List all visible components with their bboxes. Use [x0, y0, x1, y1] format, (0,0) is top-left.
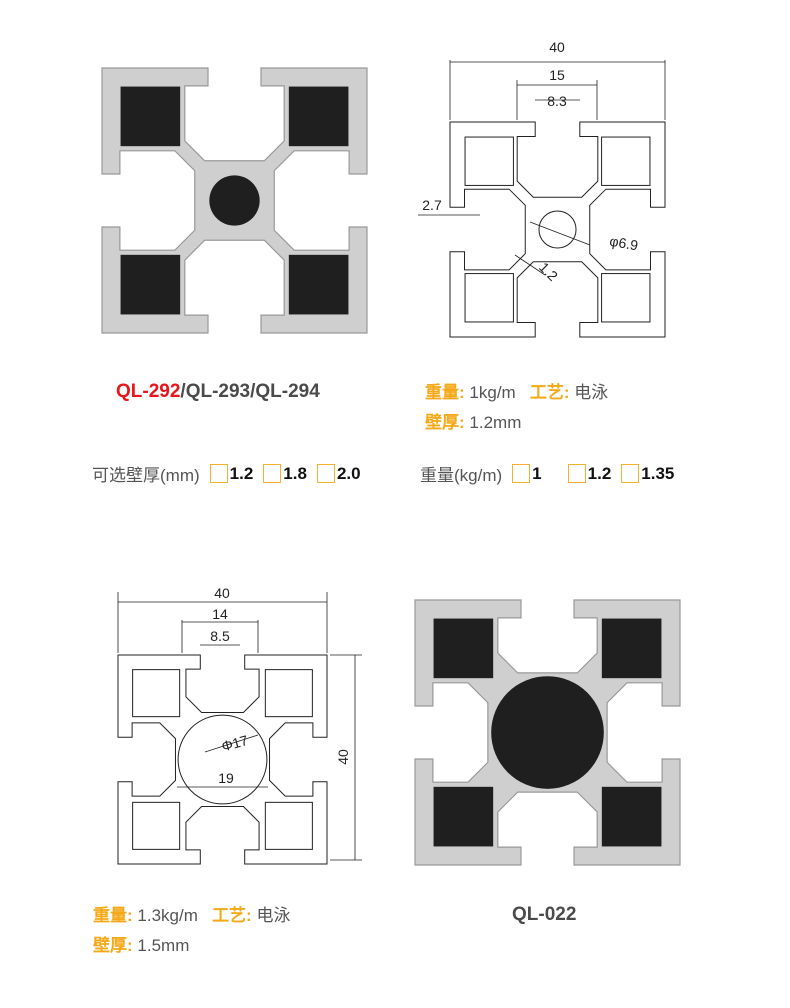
wall-option-value: 2.0 — [336, 463, 361, 483]
wall-options-label: 可选壁厚(mm) — [92, 466, 200, 485]
dimension-label: Φ17 — [220, 732, 250, 754]
corner-hole — [601, 618, 662, 679]
dimension-label: 8.3 — [547, 93, 567, 109]
wall-checkbox-1[interactable] — [209, 464, 228, 483]
model-rest: /QL-293/QL-294 — [180, 381, 320, 402]
product1-drawing — [449, 121, 666, 338]
weight-label: 重量: — [425, 383, 465, 402]
dimension-line — [204, 734, 259, 753]
model-highlight: QL-292 — [116, 381, 181, 402]
product2-title: QL-022 — [512, 904, 577, 925]
corner-hole — [464, 136, 514, 186]
corner-hole — [264, 801, 313, 850]
product2-photo — [414, 599, 681, 866]
wall-value: 1.2mm — [469, 413, 522, 432]
corner-hole — [601, 786, 662, 847]
dimension-label: 2.7 — [422, 197, 442, 213]
weight-option-value: 1.2 — [587, 463, 612, 483]
wall-value: 1.5mm — [137, 936, 190, 955]
dimension-label: 14 — [212, 606, 228, 622]
process-value: 电泳 — [574, 383, 609, 402]
process-label: 工艺: — [212, 906, 252, 925]
corner-hole — [132, 801, 181, 850]
product2-drawing — [117, 654, 328, 865]
product1-photo — [101, 67, 368, 334]
weight-checkbox-3[interactable] — [621, 464, 640, 483]
wall-label: 壁厚: — [93, 936, 133, 955]
dimension-label: 1.2 — [536, 259, 561, 284]
dimension-label: 40 — [549, 39, 565, 55]
weight-option-value: 1 — [532, 463, 542, 483]
corner-hole — [288, 86, 349, 147]
wall-checkbox-3[interactable] — [316, 464, 335, 483]
corner-hole — [601, 136, 651, 186]
corner-hole — [120, 86, 181, 147]
wall-option-value: 1.8 — [283, 463, 307, 483]
wall-label: 壁厚: — [425, 413, 465, 432]
weight-label: 重量: — [93, 906, 133, 925]
weight-options-label: 重量(kg/m) — [420, 466, 503, 485]
corner-hole — [288, 254, 349, 315]
corner-hole — [464, 273, 514, 323]
wall-checkbox-2[interactable] — [263, 464, 282, 483]
dimension-label: 8.5 — [210, 628, 230, 644]
wall-options: 可选壁厚(mm) 1.2 1.8 2.0 — [92, 461, 361, 486]
dimension-label: 15 — [549, 67, 565, 83]
corner-hole — [264, 669, 313, 718]
dimension-label: 19 — [218, 770, 234, 786]
corner-hole — [433, 618, 494, 679]
center-hole — [491, 676, 604, 789]
process-value: 电泳 — [256, 906, 291, 925]
weight-option-value: 1.35 — [641, 463, 675, 483]
weight-checkbox-2[interactable] — [567, 464, 586, 483]
center-hole — [209, 175, 260, 226]
center-hole — [177, 714, 268, 805]
dimension-label: φ6.9 — [608, 233, 639, 254]
weight-options: 重量(kg/m) 1 1.2 1.35 — [420, 461, 674, 486]
wall-option-value: 1.2 — [229, 463, 254, 483]
corner-hole — [601, 273, 651, 323]
weight-value: 1.3kg/m — [137, 906, 198, 925]
corner-hole — [132, 669, 181, 718]
dimension-line — [529, 221, 591, 246]
corner-hole — [120, 254, 181, 315]
process-label: 工艺: — [529, 383, 570, 402]
weight-checkbox-1[interactable] — [512, 464, 531, 483]
product2-specs: 重量: 1.3kg/m 工艺: 电泳 壁厚: 1.5mm — [93, 901, 290, 961]
dimension-label: 40 — [335, 749, 351, 765]
weight-value: 1kg/m — [469, 383, 516, 402]
dimension-label: 40 — [214, 585, 230, 601]
product1-title: QL-292/QL-293/QL-294 — [116, 381, 320, 403]
product1-specs: 重量: 1kg/m 工艺: 电泳 壁厚: 1.2mm — [425, 378, 608, 438]
corner-hole — [433, 786, 494, 847]
dimension-line — [514, 254, 546, 276]
center-hole — [538, 210, 577, 249]
